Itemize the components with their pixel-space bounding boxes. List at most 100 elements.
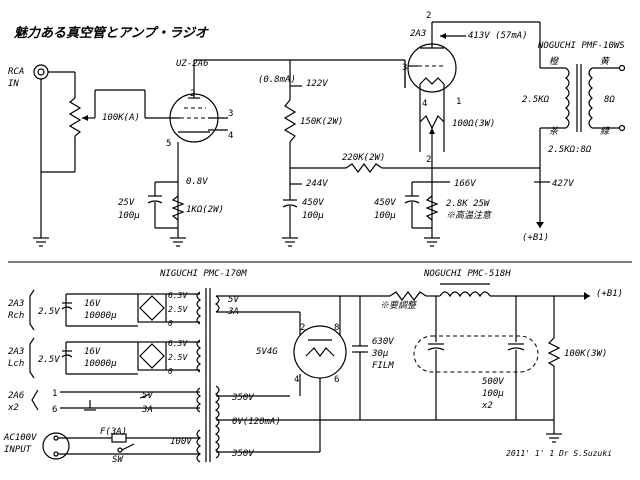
heater1-tap-1: 6.3V <box>168 291 188 300</box>
driver-heater-pin6: 6 <box>52 405 57 415</box>
driver-pin-3: 3 <box>228 109 233 119</box>
heater1-cap-v: 16V <box>84 299 101 309</box>
output-plate-voltage: 413V (57mA) <box>468 31 528 41</box>
heater2-volt: 2.5V <box>38 355 60 365</box>
choke-model: NOGUCHI PMC-518H <box>423 269 511 279</box>
driver-plate-resistor: 150K(2W) <box>300 117 343 127</box>
hv-tap1: 350V <box>231 393 254 403</box>
output-pin-1: 1 <box>456 97 461 107</box>
cathode-voltage: 0.8V <box>186 177 208 187</box>
credit: 2011' 1' 1 Dr S.Suzuki <box>506 449 612 458</box>
cap-block <box>413 335 539 373</box>
rect-heater-tap1: 5V <box>228 295 239 305</box>
driver-pin-4: 4 <box>228 131 233 141</box>
pt-primary-coil <box>196 429 202 463</box>
rectifier-pin8: 8 <box>334 323 339 333</box>
rectifier-pin2: 2 <box>300 323 305 333</box>
output-pin-4: 4 <box>422 99 427 109</box>
rect-heater-tap2: 3A <box>227 307 239 317</box>
heater1-volt: 2.5V <box>38 307 60 317</box>
ot-secondary-impedance: 8Ω <box>604 95 615 105</box>
heater2-tap-2: 2.5V <box>168 353 188 362</box>
b-plus-label: (+B1) <box>522 233 549 243</box>
coupling-cap-v: 450V <box>302 198 324 208</box>
ot-color-green: 緑 <box>600 126 610 137</box>
b-plus-voltage: 427V <box>552 179 574 189</box>
heater2-cap-uf: 10000μ <box>84 359 117 369</box>
driver-heater-pin1: 1 <box>52 389 57 399</box>
input-label-1: RCA <box>8 67 24 77</box>
bias-cap-uf: 100μ <box>374 211 396 221</box>
heater2-tube: 2A3 <box>8 347 24 357</box>
volume-label: 100K(A) <box>102 113 140 123</box>
driver-heater-tube: 2A6 <box>8 391 24 401</box>
b-voltage-244: 244V <box>306 179 328 189</box>
heater1-tap-3: 0 <box>168 319 173 328</box>
heater2-cap-v: 16V <box>84 347 101 357</box>
heater1-tube: 2A3 <box>8 299 24 309</box>
heater1-tap-2: 2.5V <box>168 305 188 314</box>
ot-ratio: 2.5KΩ:8Ω <box>548 145 592 155</box>
pt-hv-coil <box>214 385 220 459</box>
bleeder-resistor: 100K(3W) <box>564 349 607 359</box>
ac-plug <box>42 432 70 460</box>
coupling-resistor: 220K(2W) <box>342 153 385 163</box>
output-tube-label: 2A3 <box>410 29 426 39</box>
driver-pin-5: 5 <box>166 139 171 149</box>
output-pin-2: 2 <box>426 155 431 165</box>
rca-jack-outer <box>33 64 49 80</box>
driver-heater-tap2: 3A <box>141 405 153 415</box>
ot-primary-coil <box>565 67 570 129</box>
ot-color-yellow: 黄 <box>600 56 610 67</box>
bias-voltage: 166V <box>454 179 476 189</box>
heater1-ch: Rch <box>8 311 24 321</box>
ac-input-2: INPUT <box>4 445 32 455</box>
choke-coil <box>439 291 491 298</box>
rectifier-tube <box>293 325 347 379</box>
input-label-2: IN <box>8 79 19 89</box>
hum-pot: 100Ω(3W) <box>452 119 495 129</box>
bridge-rectifier-1 <box>139 295 165 321</box>
driver-current: (0.8mA) <box>258 75 296 85</box>
hv-tap3: 350V <box>231 449 254 459</box>
bridge-rectifier-2 <box>139 343 165 369</box>
fuse-label: F(3A) <box>100 427 127 437</box>
film-cap-type: FILM <box>372 361 394 371</box>
volume-pot <box>68 97 82 137</box>
driver-plate-voltage: 122V <box>306 79 328 89</box>
big-cap-count: x2 <box>481 401 493 411</box>
coupling-cap-uf: 100μ <box>302 211 324 221</box>
output-pin-2-top: 2 <box>426 11 431 21</box>
primary-voltage: 100V <box>170 437 192 447</box>
film-cap-v: 630V <box>372 337 394 347</box>
bias-resistor: 2.8K 25W <box>446 199 491 209</box>
rectifier-pin4: 4 <box>294 375 299 385</box>
film-cap-uf: 30μ <box>371 349 389 359</box>
cathode-cap-uf: 100μ <box>118 211 140 221</box>
ot-primary-impedance: 2.5KΩ <box>522 95 550 105</box>
adjust-note: ※要調整 <box>380 300 418 311</box>
power-switch <box>121 443 135 451</box>
driver-heater-tap1: 5V <box>142 391 153 401</box>
power-transformer-model: NIGUCHI PMC-170M <box>159 269 247 279</box>
ot-color-brown: 茶 <box>549 126 560 137</box>
cathode-resistor: 1KΩ(2W) <box>186 205 224 215</box>
switch-label: SW <box>112 455 124 465</box>
big-cap-v: 500V <box>482 377 504 387</box>
b-plus-out: (+B1) <box>596 289 623 299</box>
driver-pin-2: 2 <box>190 89 195 99</box>
big-cap-uf: 100μ <box>482 389 504 399</box>
heater2-tap-3: 0 <box>168 367 173 376</box>
cathode-cap-v: 25V <box>118 198 135 208</box>
driver-heater-count: x2 <box>7 403 19 413</box>
rca-jack-inner <box>37 68 45 76</box>
ac-input-1: AC100V <box>3 433 37 443</box>
driver-tube-label: UZ-2A6 <box>176 59 209 69</box>
heater1-cap-uf: 10000μ <box>84 311 117 321</box>
rectifier-pin6: 6 <box>334 375 339 385</box>
schematic-title: 魅力ある真空管とアンプ・ラジオ <box>14 25 209 41</box>
bias-cap-v: 450V <box>374 198 396 208</box>
output-transformer-model: NOGUCHI PMF-10WS <box>537 41 625 51</box>
bias-caution: ※高温注意 <box>446 210 492 221</box>
